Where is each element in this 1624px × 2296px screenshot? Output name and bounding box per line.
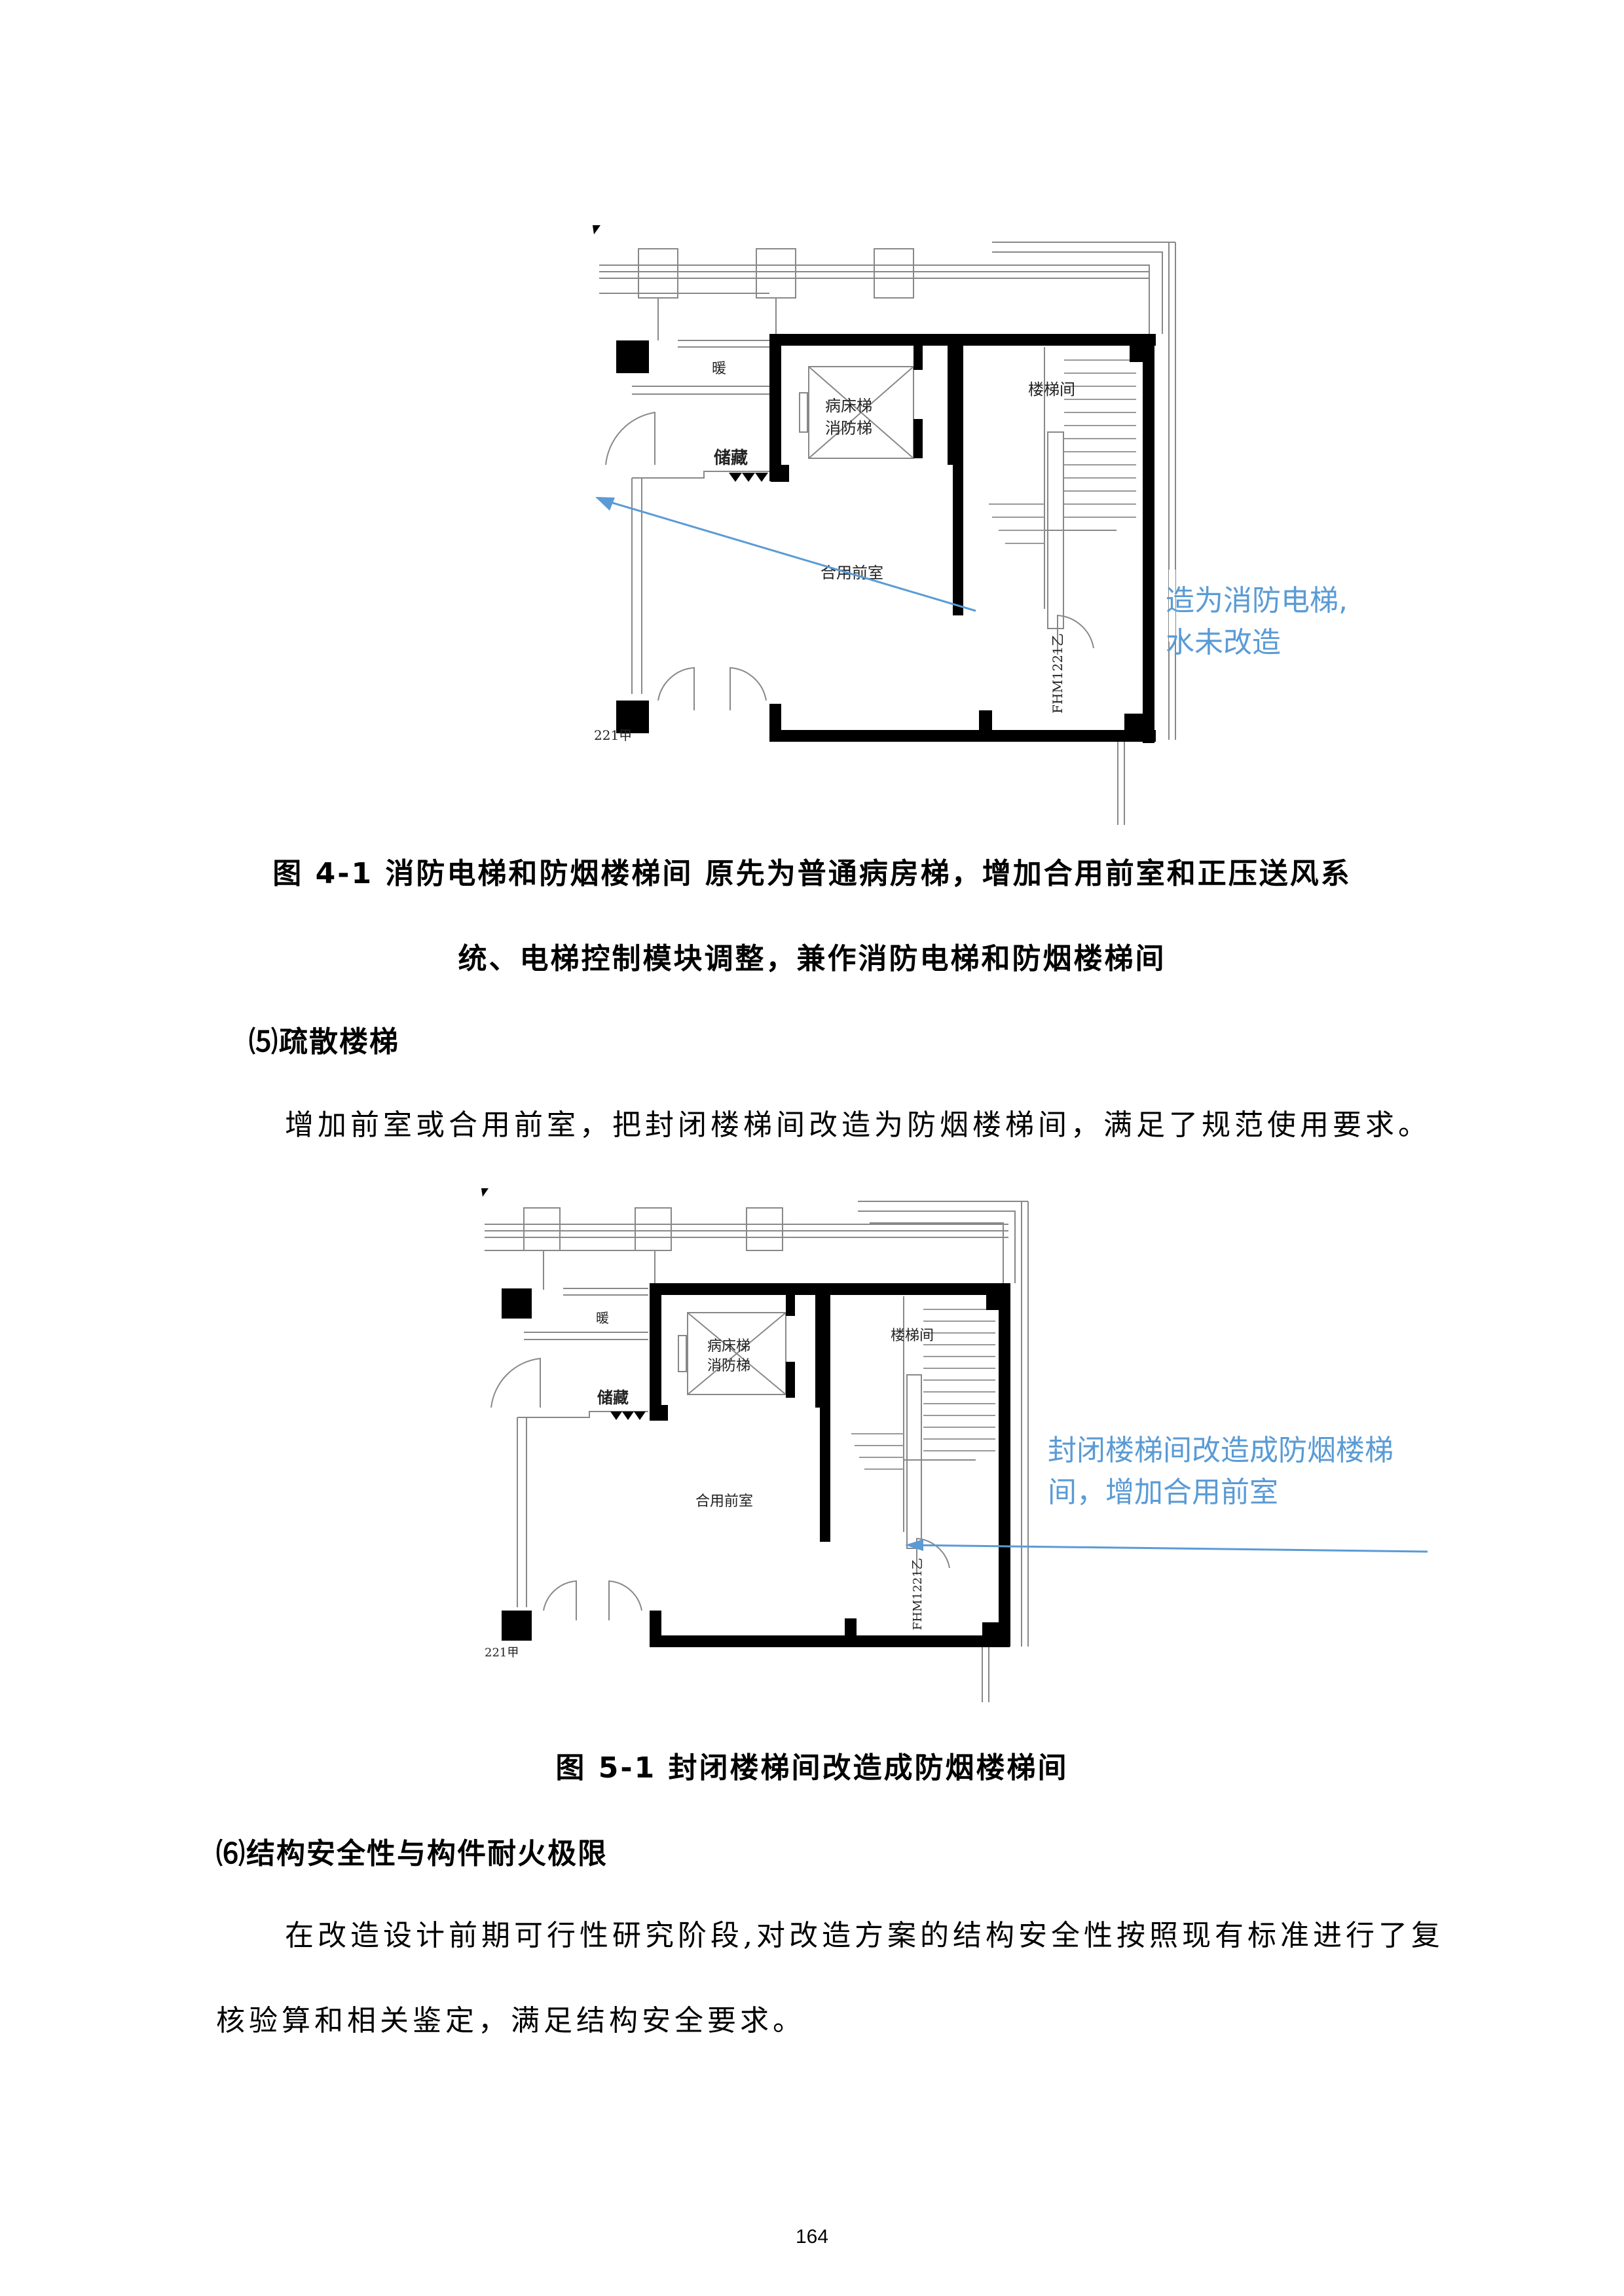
section-heading-evacuation-stairs: ⑸疏散楼梯 [249,1025,399,1059]
paragraph-evacuation-stairs: 增加前室或合用前室，把封闭楼梯间改造为防烟楼梯间，满足了规范使用要求。 [285,1108,1431,1142]
duct-label: 暖 [596,1310,609,1326]
section-heading-structural-safety: ⑹结构安全性与构件耐火极限 [216,1837,608,1870]
room-number-label: 221甲 [485,1646,519,1660]
lobby-label: 合用前室 [821,564,883,582]
paragraph-structural-safety-line-1: 在改造设计前期可行性研究阶段,对改造方案的结构安全性按照现有标准进行了复 [285,1919,1444,1952]
lobby-label: 合用前室 [695,1493,753,1510]
room-number-label: 221甲 [594,727,632,743]
floor-plan-figure-1: 暖 病床梯 消防梯 储藏 合用前室 楼梯间 FHM1221乙 221甲 造为消防… [586,216,1464,838]
floor-plan-figure-2: 暖 病床梯 消防梯 储藏 合用前室 楼梯间 FHM1221乙 221甲 封闭楼梯… [478,1185,1480,1709]
annotation-note-line-2: 水未改造 [1166,626,1281,659]
annotation-arrow-line [599,498,976,612]
storage-label: 储藏 [597,1388,629,1407]
annotation-note-line-2: 间，增加合用前室 [1048,1476,1278,1509]
annotation-note-line-1: 造为消防电梯, [1166,584,1348,617]
floor-plan-drawing-2: 暖 病床梯 消防梯 储藏 合用前室 楼梯间 FHM1221乙 221甲 封闭楼梯… [481,1188,1428,1702]
paragraph-structural-safety-line-2: 核验算和相关鉴定，满足结构安全要求。 [216,2004,805,2037]
annotation-arrowhead [595,497,615,511]
figure-caption-1-line-1: 图 4-1 消防电梯和防烟楼梯间 原先为普通病房梯，增加合用前室和正压送风系 [272,857,1352,890]
floor-plan-drawing-1: 暖 病床梯 消防梯 储藏 合用前室 楼梯间 FHM1221乙 221甲 造为消防… [593,225,1348,825]
duct-label: 暖 [712,361,726,377]
page-number: 164 [795,2226,829,2248]
figure-caption-2: 图 5-1 封闭楼梯间改造成防烟楼梯间 [555,1751,1069,1785]
elevator-label-1: 病床梯 [825,397,872,415]
annotation-arrowhead [905,1539,923,1551]
elevator-label-2: 消防梯 [707,1358,750,1374]
elevator-label-2: 消防梯 [825,419,872,437]
annotation-arrow-line [910,1544,1428,1553]
stair-label: 楼梯间 [891,1328,934,1344]
stair-label: 楼梯间 [1028,380,1075,399]
storage-label: 储藏 [714,448,748,468]
elevator-label-1: 病床梯 [707,1338,750,1355]
door-code-label: FHM1221乙 [1050,633,1065,714]
annotation-note-line-1: 封闭楼梯间改造成防烟楼梯 [1048,1434,1393,1467]
door-code-label: FHM1221乙 [911,1558,925,1630]
figure-caption-1-line-2: 统、电梯控制模块调整，兼作消防电梯和防烟楼梯间 [458,942,1166,975]
